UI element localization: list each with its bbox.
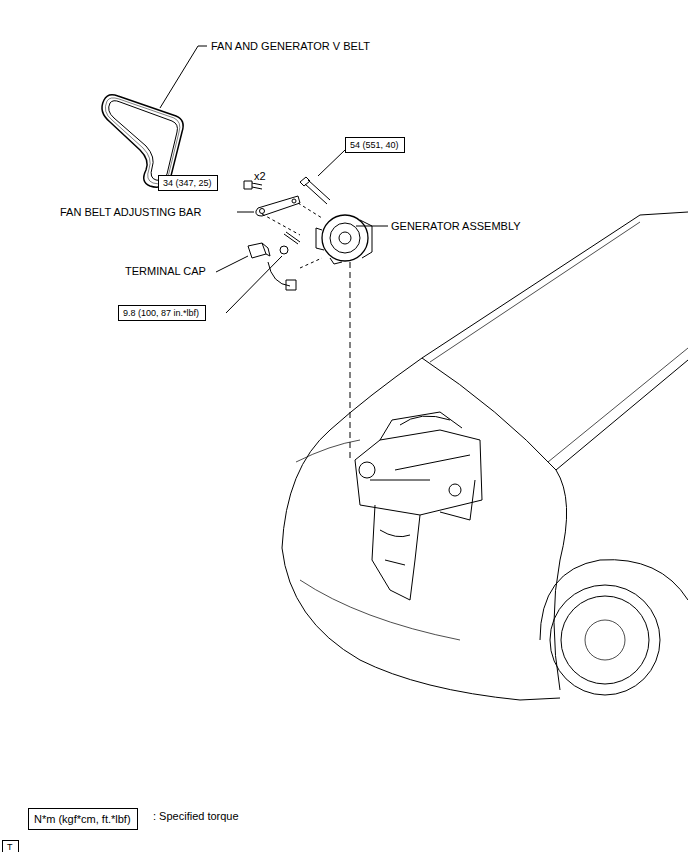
corner-mark-box: T (2, 840, 19, 852)
torque-text: 34 (347, 25) (163, 177, 213, 189)
part-label: FAN BELT ADJUSTING BAR (59, 206, 202, 219)
torque-text: 54 (551, 40) (350, 139, 400, 151)
torque-box: 54 (551, 40) (345, 137, 405, 153)
part-label: x2 (253, 170, 267, 183)
part-label: GENERATOR ASSEMBLY (390, 220, 522, 233)
torque-box: 34 (347, 25) (158, 175, 218, 191)
legend-box: N*m (kgf*cm, ft.*lbf) (28, 808, 138, 830)
part-label: FAN AND GENERATOR V BELT (210, 40, 371, 53)
torque-text: N*m (kgf*cm, ft.*lbf) (34, 812, 132, 826)
part-label: TERMINAL CAP (124, 265, 207, 278)
torque-text: T (7, 841, 14, 852)
torque-text: 9.8 (100, 87 in.*lbf) (123, 307, 201, 319)
torque-box: 9.8 (100, 87 in.*lbf) (118, 305, 206, 321)
part-label: : Specified torque (152, 810, 240, 823)
